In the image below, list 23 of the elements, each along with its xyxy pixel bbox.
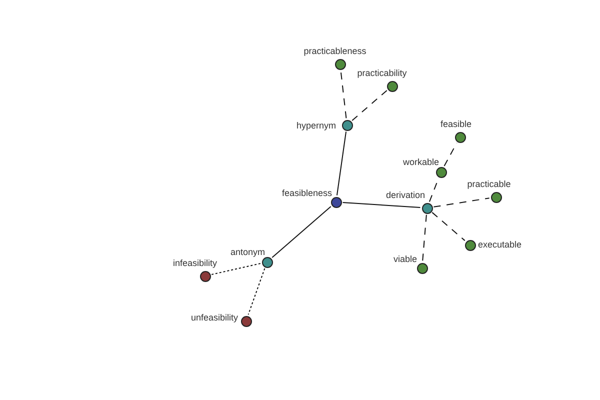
connector-line: [422, 214, 427, 262]
node-label: practicableness: [304, 46, 366, 57]
node-label: hypernym: [296, 120, 336, 132]
node-label: derivation: [386, 190, 425, 201]
connector-line: [248, 268, 266, 316]
node-label: antonym: [230, 247, 265, 258]
node-label: feasible: [440, 119, 472, 130]
node-label: viable: [393, 254, 417, 265]
connector-line: [433, 198, 490, 208]
connector-line: [352, 90, 388, 122]
node-label: infeasibility: [172, 258, 218, 269]
node-label: workable: [402, 157, 439, 168]
node-label: executable: [478, 240, 522, 250]
connector-line: [272, 206, 332, 258]
node-label: unfeasibility: [190, 312, 238, 324]
node-label: practicability: [357, 68, 407, 79]
node-label: practicable: [467, 179, 511, 190]
connector-line: [342, 202, 421, 208]
connector-line: [336, 131, 347, 196]
connector-line: [432, 212, 466, 242]
node-label: feasibleness: [282, 188, 332, 199]
connector-line: [211, 263, 261, 275]
connector-line: [340, 70, 347, 119]
